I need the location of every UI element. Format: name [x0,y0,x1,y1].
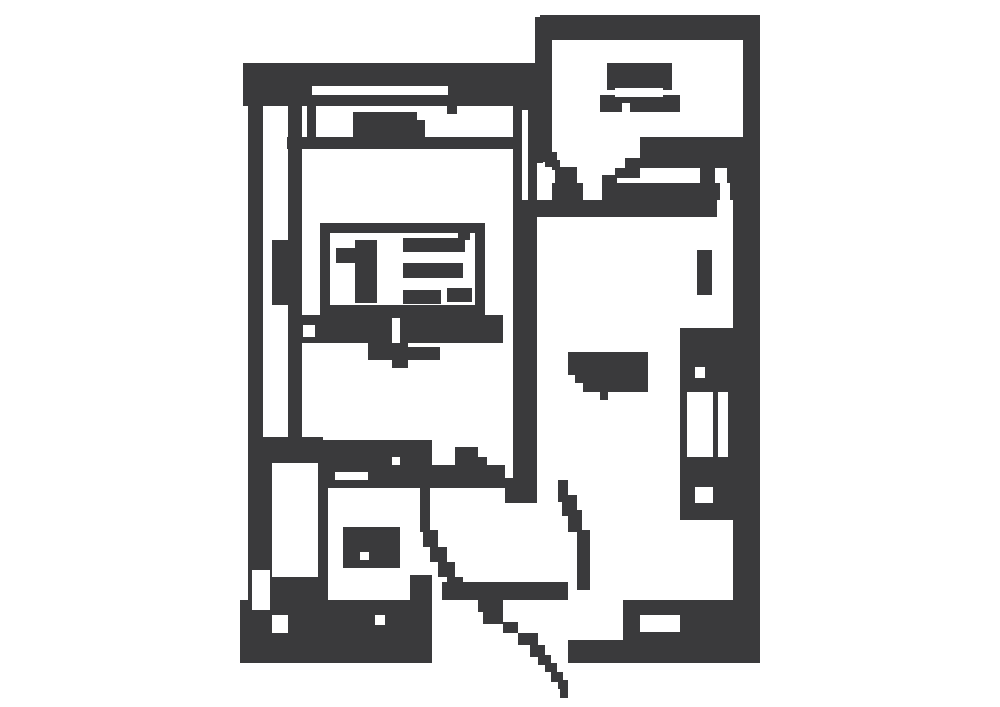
callout-bubble [535,15,760,197]
bed-icon-cutouts [615,88,663,112]
label-text-lines [403,232,472,304]
washing-machine-icon [343,527,400,568]
funnel-shape [568,352,648,400]
bed-icon [600,63,680,112]
label-digit-1 [336,240,377,303]
door-swing-diagonals [420,152,590,698]
washing-machine-dot [360,552,369,560]
